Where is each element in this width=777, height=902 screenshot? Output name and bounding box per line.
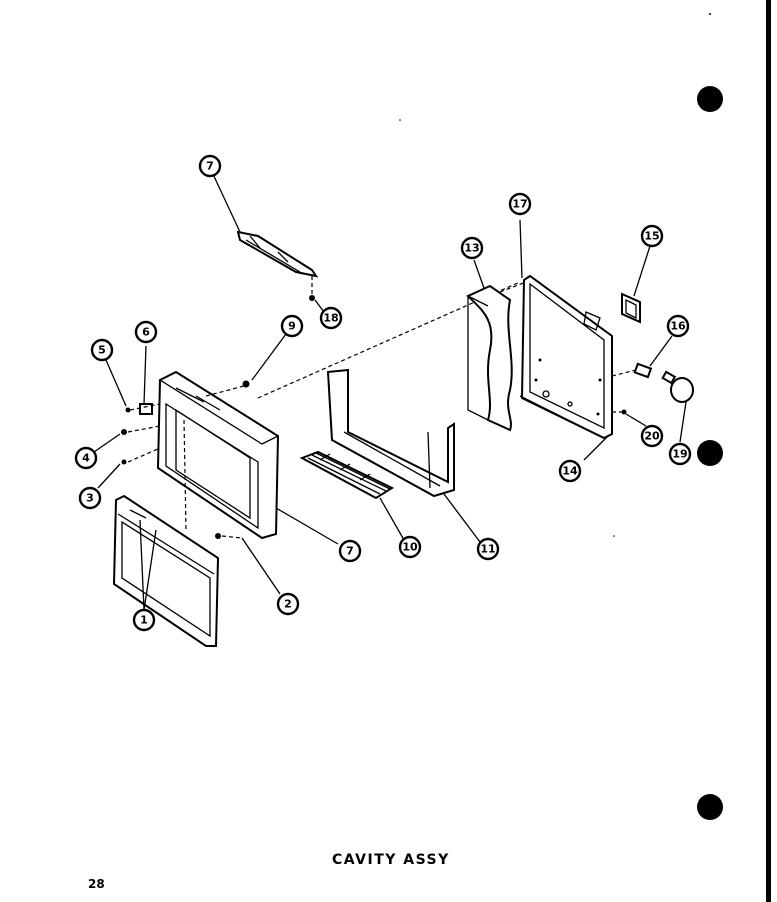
leader-3 [97,463,121,489]
part-9-screw [242,380,250,388]
binder-edge [766,0,771,902]
svg-text:7: 7 [346,545,354,558]
leader-9 [251,333,287,381]
callout-19: 18 [319,306,343,330]
part-6-clip [139,403,153,415]
leader-1a [143,529,157,611]
leader-8 [211,171,241,233]
part-4-washer [121,429,127,435]
dash-16 [611,369,637,377]
svg-text:5: 5 [98,344,106,357]
svg-text:16: 16 [670,320,686,333]
svg-text:20: 20 [644,430,660,443]
svg-text:9: 9 [288,320,296,333]
callout-17: 19 [668,442,692,466]
svg-text:1: 1 [140,614,148,627]
part-13-insulation [466,284,513,432]
leader-2-dash [221,535,243,539]
part-10-grille [299,450,395,500]
leader-11 [443,493,481,543]
dash-5 [129,403,161,411]
part-20-screw [621,409,627,415]
part-2-screw [215,533,221,539]
svg-text:18: 18 [323,312,338,325]
punch-hole-top [697,86,723,112]
leader-4 [93,433,121,453]
svg-text:6: 6 [142,326,150,339]
part-8-bracket [236,230,319,278]
callout-15: 15 [640,224,664,248]
scan-speck [613,535,615,537]
callout-7: 7 [338,539,362,563]
page-number: 28 [88,877,105,891]
callout-1: 1 [132,608,156,632]
callout-3: 3 [78,486,102,510]
leader-1-dash [183,419,187,531]
dash-3 [127,447,161,463]
callout-9: 9 [280,314,304,338]
callout-13: 13 [460,236,484,260]
leader-15 [633,245,651,297]
part-7-front-frame [156,370,280,540]
callout-20: 20 [640,424,664,448]
callout-18: 17 [508,192,532,216]
svg-text:11: 11 [480,543,495,556]
scan-speck [709,13,711,15]
punch-hole-bottom [697,794,723,820]
leader-6 [143,345,147,405]
svg-text:17: 17 [512,198,527,211]
leader-18 [519,219,523,279]
callout-8: 7 [198,154,222,178]
leader-1b [139,519,145,611]
leader-2 [241,537,281,595]
leader-20 [625,413,647,427]
svg-text:14: 14 [562,465,578,478]
part-19-screw [309,295,315,301]
svg-text:15: 15 [644,230,659,243]
callout-16: 16 [666,314,690,338]
callout-6: 6 [134,320,158,344]
part-14-rear-wall [519,274,613,440]
callout-2: 2 [276,592,300,616]
part-3-screw [121,459,127,465]
callout-4: 4 [74,446,98,470]
svg-text:2: 2 [284,598,292,611]
leader-7 [275,507,339,545]
leader-14 [583,435,609,461]
svg-text:10: 10 [402,541,418,554]
leader-17 [679,401,687,443]
punch-hole-middle [697,440,723,466]
scan-speck [399,119,401,121]
callout-5: 5 [90,338,114,362]
leader-16 [649,335,673,367]
dash-13 [499,281,527,293]
part-17-bulb [661,370,694,403]
leader-19 [314,299,325,313]
svg-text:13: 13 [464,242,479,255]
leader-5 [105,359,127,407]
part-1-panel [112,494,220,647]
dash-4 [127,425,161,433]
part-16-socket [633,362,653,379]
svg-text:19: 19 [672,448,687,461]
part-5-screw [125,407,131,413]
svg-text:7: 7 [206,160,214,173]
callout-10: 10 [398,535,422,559]
part-15-cover [621,292,641,324]
part-11-cavity-channel [326,368,455,498]
leader-13 [473,259,485,289]
leader-10 [379,497,405,541]
callout-14: 14 [558,459,582,483]
callout-11: 11 [476,537,500,561]
diagram-caption: CAVITY ASSY [332,852,450,868]
svg-text:4: 4 [82,452,90,465]
svg-text:3: 3 [86,492,94,505]
